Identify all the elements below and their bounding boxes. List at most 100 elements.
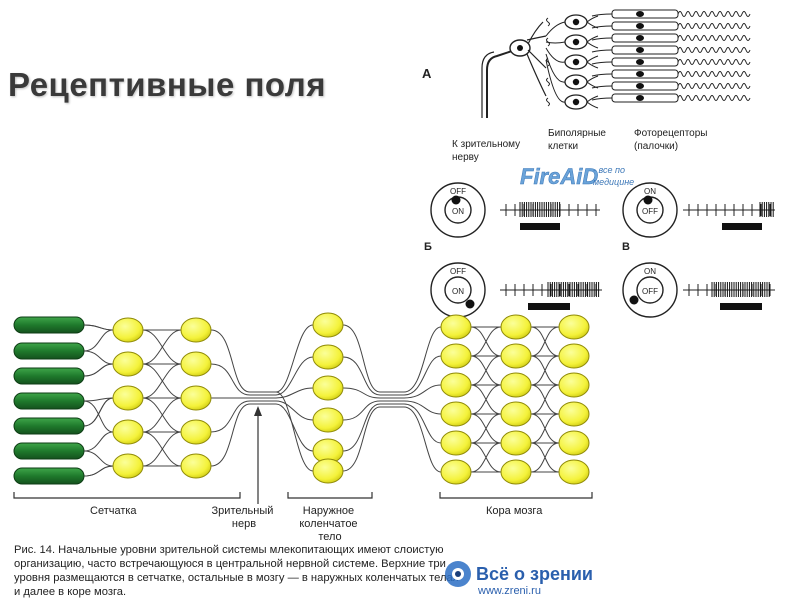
bipolar-cell-yellow [112, 317, 144, 343]
panel-letter-b: Б [424, 241, 432, 253]
cortex-cell-yellow [500, 372, 532, 398]
panel-letter-v: В [622, 241, 630, 253]
wire [210, 363, 276, 396]
wire [83, 431, 114, 452]
watermark-zreni-url: www.zreni.ru [477, 585, 541, 597]
figure-caption: Рис. 14. Начальные уровни зрительной сис… [14, 544, 461, 598]
rod-cell-green [13, 392, 85, 410]
wire [83, 465, 114, 477]
rod-outer-segment [677, 71, 751, 77]
panel-letter-a: A [422, 66, 432, 81]
bipolar-nucleus [572, 18, 580, 26]
cortex-cell-yellow [558, 314, 590, 340]
wire [403, 406, 442, 473]
wire [470, 355, 502, 386]
bipolar-dendrite [586, 15, 599, 29]
rod-nucleus [636, 11, 644, 17]
ganglion-cell-yellow [180, 317, 212, 343]
rod-fiber [591, 73, 613, 77]
cortex-cell-yellow [558, 343, 590, 369]
wire [210, 400, 276, 433]
label-optic-nerve-b: Зрительный нерв [212, 505, 277, 530]
bipolar-cell-yellow [112, 385, 144, 411]
wire [275, 391, 314, 472]
bipolar-cells [545, 14, 599, 110]
ganglion-cell-yellow [180, 385, 212, 411]
wire [403, 355, 442, 396]
wire [530, 355, 560, 386]
rod-fiber [591, 97, 613, 101]
rod-fiber [591, 37, 613, 41]
rod-cell [611, 93, 679, 103]
rod-outer-segment [677, 23, 751, 29]
rod-outer-segment [677, 47, 751, 53]
label-lgn: Наружное коленчатое тело [299, 505, 360, 543]
bipolar-nucleus [572, 98, 580, 106]
rod-nucleus [636, 35, 644, 41]
rf-stimulus-spot [643, 195, 653, 205]
rod-fiber [591, 49, 613, 53]
stimulus-bar [528, 303, 570, 310]
rf-outer-label: ON [644, 187, 656, 196]
wire [530, 442, 560, 473]
rod-fiber [591, 25, 613, 29]
rf-inner-label: ON [452, 287, 464, 296]
rod-cell-green [13, 367, 85, 385]
wire [342, 324, 404, 393]
wire [275, 403, 314, 452]
wire [83, 329, 114, 352]
wire [142, 329, 182, 365]
cortex-cell-yellow [440, 430, 472, 456]
rod-fiber [591, 61, 613, 65]
bipolar-cell-yellow [112, 419, 144, 445]
zreni-watermark: Всё о зрении www.zreni.ru [445, 561, 593, 597]
wire [342, 400, 404, 421]
wire [470, 442, 502, 473]
bipolar-axon [545, 47, 566, 63]
bipolar-axon [545, 21, 566, 37]
wire [403, 403, 442, 444]
rod-cell [611, 57, 679, 67]
cortex-cell-yellow [440, 314, 472, 340]
bipolar-nucleus [572, 58, 580, 66]
rod-nucleus [636, 47, 644, 53]
wire [142, 397, 182, 433]
rf-inner-circle [636, 276, 664, 304]
wire [142, 363, 182, 399]
rod-outer-segment [677, 59, 751, 65]
stimulus-bar [520, 223, 560, 230]
rod-outer-segment [677, 95, 751, 101]
bipolar-terminal [546, 37, 550, 47]
wire [530, 413, 560, 444]
rod-nucleus [636, 83, 644, 89]
wire [83, 324, 114, 331]
rod-cell-green [13, 417, 85, 435]
wire [275, 324, 314, 393]
fireaid-watermark: FireAiD - все по медицине [520, 164, 634, 190]
cortex-cell-yellow [500, 314, 532, 340]
rod-cell-green [13, 316, 85, 334]
wire [530, 384, 560, 415]
figure-b-visual-pathway: Сетчатка Зрительный нерв Наружное коленч… [13, 312, 593, 598]
cortex-cell-yellow [440, 459, 472, 485]
cortex-cell-yellow [500, 430, 532, 456]
rod-fiber [591, 13, 613, 17]
cortex-cell-yellow [500, 459, 532, 485]
ganglion-cell-yellow [180, 351, 212, 377]
label-cortex: Кора мозга [486, 505, 543, 517]
cortex-cell-yellow [440, 401, 472, 427]
lgn-cell-yellow [312, 375, 344, 401]
label-photoreceptors: Фоторецепторы (палочки) [634, 128, 710, 152]
rod-cell-green [13, 342, 85, 360]
rf-outer-label: OFF [450, 267, 466, 276]
rod-nucleus [636, 59, 644, 65]
stimulus-bar [720, 303, 762, 310]
bipolar-nucleus [572, 78, 580, 86]
wire [275, 400, 314, 421]
bipolar-dendrite [586, 95, 599, 109]
wire [83, 363, 114, 377]
rf-inner-label: OFF [642, 287, 658, 296]
bipolar-axon [545, 41, 566, 44]
wire [342, 356, 404, 396]
